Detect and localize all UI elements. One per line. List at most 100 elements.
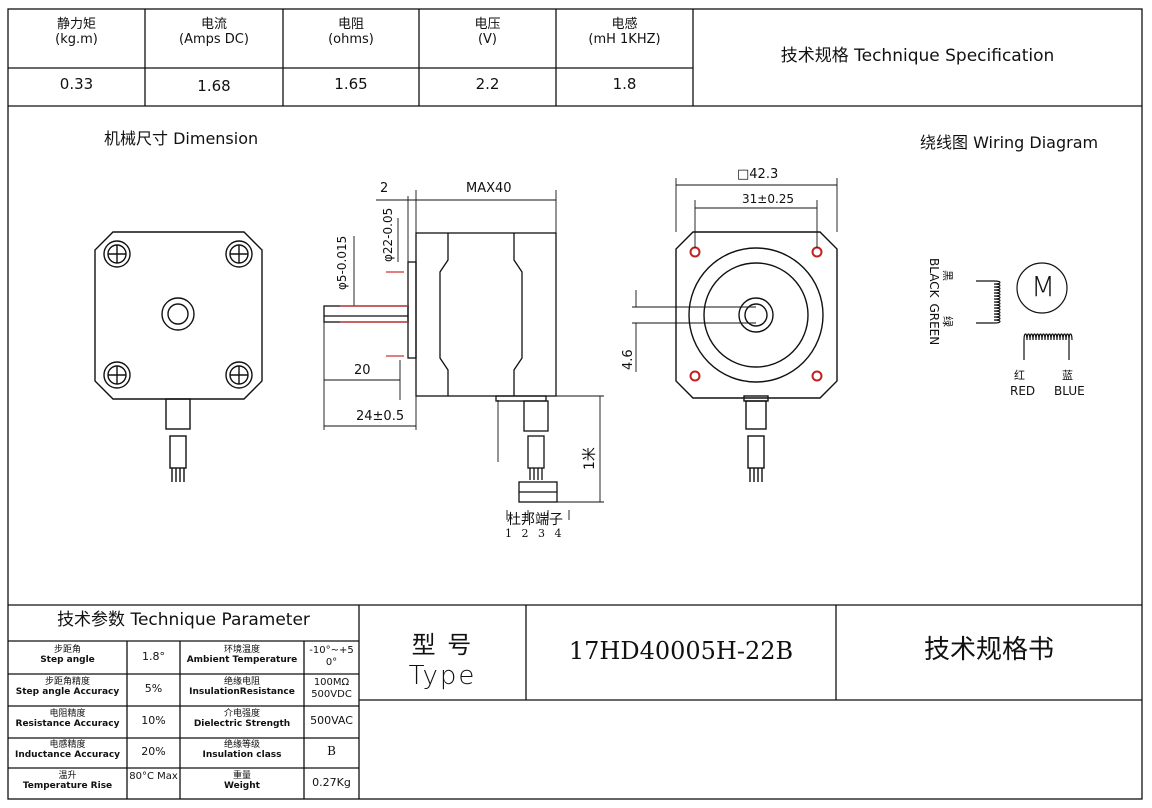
param-label-cn: 温升 <box>58 771 77 781</box>
param-value: 100MΩ 500VDC <box>311 677 352 700</box>
param-label-en: Dielectric Strength <box>193 719 291 730</box>
param-value: 80°C Max <box>129 771 178 782</box>
document-title: 技术规格书 <box>923 635 1054 665</box>
black-wire-cn: 黑 <box>941 270 954 281</box>
boss-diameter-label: φ22-0.05 <box>381 208 395 262</box>
hole-pitch-label: 31±0.25 <box>742 192 795 206</box>
param-value: 20% <box>141 745 166 758</box>
connector-label: 杜邦端子 <box>507 512 563 528</box>
green-wire-cn: 绿 <box>941 316 955 327</box>
current-value: 1.68 <box>197 77 231 95</box>
torque-header-unit: (kg.m) <box>55 31 98 47</box>
red-wire-en: RED <box>1010 384 1036 398</box>
connector-pins-label: 1 2 3 4 <box>505 527 565 540</box>
front-view <box>94 231 263 482</box>
param-title: 技术参数 Technique Parameter <box>57 610 310 630</box>
mount-hole-tl <box>103 240 131 268</box>
voltage-header-cn: 电压 <box>474 17 501 32</box>
shaft-diameter-label: φ5-0.015 <box>335 236 349 290</box>
param-value: -10°~+50° <box>309 645 354 668</box>
param-value: B <box>327 744 336 758</box>
param-label-cn: 介电强度 <box>223 709 260 719</box>
mount-hole-br <box>225 361 253 389</box>
param-label-en: Temperature Rise <box>22 781 113 792</box>
param-label-en: Inductance Accuracy <box>14 750 121 761</box>
blue-wire-cn: 蓝 <box>1062 369 1073 382</box>
param-value: 500VAC <box>310 714 353 727</box>
param-label-en: Step angle <box>40 655 95 666</box>
param-label-cn: 环境温度 <box>223 645 260 655</box>
frame-lines <box>7 8 1143 800</box>
flange-gap-label: 2 <box>380 181 389 196</box>
rear-mount-holes <box>689 246 823 382</box>
torque-value: 0.33 <box>59 75 94 93</box>
flat-dimension-label: 4.6 <box>621 349 636 370</box>
total-shaft-label: 24±0.5 <box>356 409 405 424</box>
param-value: 0.27Kg <box>312 776 351 789</box>
resistance-header-cn: 电阻 <box>337 17 364 32</box>
type-label-en: Type <box>408 661 477 691</box>
inductance-header: 电感(mH 1KHZ) <box>556 17 693 48</box>
voltage-value: 2.2 <box>475 75 500 93</box>
motor-symbol-label: M <box>1031 270 1056 303</box>
black-wire-en: BLACK <box>927 258 941 299</box>
param-label-cn: 电感精度 <box>49 740 86 750</box>
rear-dimension-lines <box>632 178 838 372</box>
square-size-label: □42.3 <box>737 167 779 182</box>
param-label-en: InsulationResistance <box>189 687 295 698</box>
param-value: 10% <box>141 714 166 727</box>
spec-title: 技术规格 Technique Specification <box>780 46 1055 66</box>
type-label-cn: 型 号 <box>411 631 474 659</box>
dimension-title: 机械尺寸 Dimension <box>104 129 259 148</box>
tolerance-marks <box>340 271 408 357</box>
side-dimension-lines <box>323 190 604 520</box>
resistance-header: 电阻(ohms) <box>283 17 419 48</box>
voltage-header: 电压(V) <box>419 17 556 48</box>
blue-wire-en: BLUE <box>1054 384 1085 398</box>
resistance-value: 1.65 <box>334 75 368 93</box>
torque-header-cn: 静力矩 <box>56 17 96 32</box>
inductance-header-cn: 电感 <box>611 17 638 32</box>
current-header-unit: (Amps DC) <box>179 31 249 47</box>
inductance-value: 1.8 <box>612 75 637 93</box>
param-label-en: Weight <box>224 781 260 792</box>
voltage-header-unit: (V) <box>477 31 498 47</box>
param-value: 1.8° <box>142 650 165 663</box>
rear-view <box>675 231 838 482</box>
param-label-cn: 重量 <box>232 771 251 781</box>
inductance-header-unit: (mH 1KHZ) <box>588 31 661 47</box>
current-header-cn: 电流 <box>200 17 227 32</box>
black-green-label: BLACK GREEN <box>927 258 941 345</box>
current-header: 电流(Amps DC) <box>145 17 283 48</box>
mount-hole-bl <box>103 361 131 389</box>
param-label-en: Step angle Accuracy <box>15 687 120 698</box>
param-value: 5% <box>144 682 163 695</box>
green-wire-en: GREEN <box>927 303 941 345</box>
param-label-en: Ambient Temperature <box>186 655 298 666</box>
red-wire-cn: 红 <box>1014 369 1025 382</box>
param-label-cn: 绝缘等级 <box>223 740 260 750</box>
max-length-label: MAX40 <box>466 181 512 196</box>
param-label-cn: 步距角 <box>53 645 81 655</box>
resistance-header-unit: (ohms) <box>328 31 374 47</box>
torque-header: 静力矩(kg.m) <box>8 17 145 48</box>
wiring-diagram <box>976 262 1073 360</box>
param-label-cn: 电阻精度 <box>49 709 86 719</box>
param-label-cn: 绝缘电阻 <box>223 677 260 687</box>
shaft-length-label: 20 <box>354 363 371 378</box>
param-label-cn: 步距角精度 <box>44 677 90 687</box>
param-label-en: Resistance Accuracy <box>15 719 120 730</box>
param-label-en: Insulation class <box>202 750 282 761</box>
